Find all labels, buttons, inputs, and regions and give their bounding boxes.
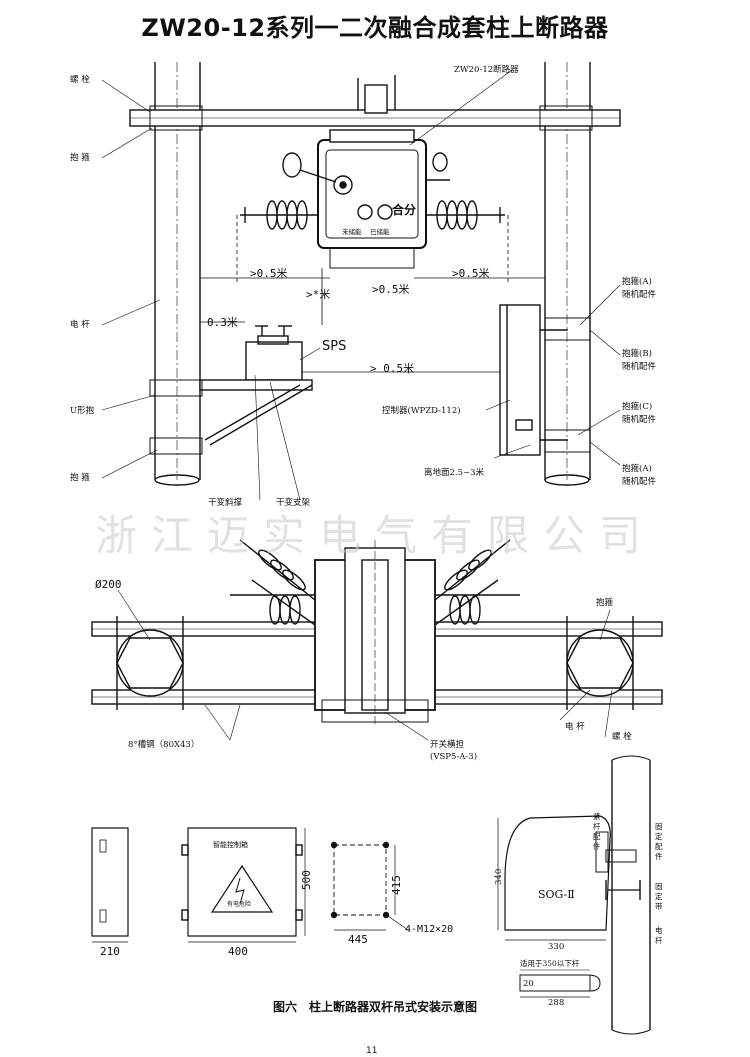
label-u-hoop: U形抱	[70, 406, 95, 416]
sog-device	[497, 815, 611, 941]
sps-transformer	[245, 325, 303, 381]
dim-hole-width: 445	[348, 933, 368, 946]
label-hoop-bottom: 抱 箍	[70, 473, 90, 483]
label-fixing-strap: 固定带	[655, 882, 663, 911]
dim-left-clearance: >0.5米	[250, 267, 288, 280]
dim-center: >0.5米	[372, 283, 410, 296]
box-front-view	[181, 827, 306, 943]
dim-sps-offset: 0.3米	[207, 316, 238, 329]
label-control-box: 智能控制箱	[213, 841, 248, 849]
label-hoop: 抱 箍	[70, 153, 90, 163]
label-crossarm-model: (VSP5-A-3)	[430, 752, 478, 762]
label-channel-steel: 8°槽钢（80X43）	[128, 740, 200, 750]
dim-hole-height: 415	[390, 875, 403, 895]
left-pole-section	[116, 616, 184, 710]
right-pole-top	[544, 62, 591, 486]
label-switch-crossarm: 开关横担	[430, 740, 465, 750]
left-pole-top	[154, 62, 201, 486]
box-side-view	[91, 827, 129, 943]
insulators-plan-left	[230, 539, 316, 626]
dimension-lines-top	[200, 215, 545, 380]
label-bracket-support: 干变支架	[276, 498, 311, 508]
dim-vertical: >*米	[306, 288, 331, 301]
label-not-charged: 未储能	[342, 228, 362, 236]
left-insulators-top	[240, 200, 318, 230]
label-hoop-a-lower: 抱箍(A)	[622, 464, 652, 474]
sog-pole-clamp	[605, 755, 651, 1035]
label-diameter: Ø200	[95, 578, 122, 591]
label-switch-on-off: 合分	[392, 203, 417, 217]
label-controller: 控制器(WPZD-112)	[382, 406, 461, 416]
dim-sog-width: 330	[548, 942, 565, 952]
label-accessory-b: 随机配件	[622, 362, 657, 372]
dim-bracket-length: 288	[548, 998, 565, 1008]
mount-hole-pattern	[330, 841, 409, 931]
right-pole-section	[566, 616, 634, 710]
figure-caption: 图六 柱上断路器双杆吊式安装示意图	[272, 1000, 477, 1014]
label-charged: 已储能	[370, 228, 390, 236]
dim-bolt-spec: 4-M12×20	[405, 924, 454, 935]
label-accessory-c: 随机配件	[622, 415, 657, 425]
insulators-plan-right	[434, 539, 520, 626]
page-title: ZW20-12系列一二次融合成套柱上断路器	[141, 14, 609, 42]
label-sps: SPS	[322, 339, 347, 354]
dim-box-height: 500	[300, 870, 313, 890]
label-danger: 有电危险	[227, 901, 252, 908]
label-accessory-a-lower: 随机配件	[622, 477, 657, 487]
label-fixing-fitting: 固定配件	[655, 822, 663, 861]
label-bracket-brace: 干变斜撑	[208, 498, 243, 508]
label-hoop-c: 抱箍(C)	[622, 402, 653, 412]
label-bolt: 螺 栓	[70, 75, 90, 85]
transformer-bracket	[149, 379, 313, 455]
page-number: 11	[366, 1046, 378, 1056]
controller-box	[499, 304, 591, 456]
label-accessory-a: 随机配件	[622, 290, 657, 300]
dim-sog-height: 340	[494, 868, 504, 885]
label-bolt-middle: 螺 栓	[612, 732, 632, 742]
dim-box-depth: 210	[100, 945, 120, 958]
dim-bracket-small: 20	[523, 979, 534, 989]
label-pole-middle: 电 杆	[565, 722, 585, 732]
leader-lines-middle	[117, 589, 613, 741]
dim-box-width: 400	[228, 945, 248, 958]
right-insulators-top	[426, 200, 505, 230]
dim-right-clearance: >0.5米	[452, 267, 490, 280]
label-ground-height: 离地面2.5~3米	[424, 468, 485, 478]
breaker-body	[282, 129, 450, 249]
label-breaker: ZW20-12断路器	[454, 65, 519, 75]
leader-lines-top	[101, 69, 621, 501]
label-tightening-fitting: 紧杆配件	[593, 812, 601, 851]
label-sog-applicability: 适用于350以下杆	[520, 959, 580, 968]
label-pole: 电 杆	[70, 320, 90, 330]
label-sog: SOG-Ⅱ	[538, 888, 575, 901]
sog-bracket	[519, 969, 601, 998]
dim-controller: > 0.5米	[370, 362, 415, 375]
label-hoop-b: 抱箍(B)	[622, 349, 652, 359]
label-pole-bottom: 电杆	[655, 926, 663, 945]
label-hoop-a: 抱箍(A)	[622, 277, 652, 287]
label-hoop-middle: 抱箍	[596, 598, 614, 608]
breaker-plan	[314, 540, 436, 725]
